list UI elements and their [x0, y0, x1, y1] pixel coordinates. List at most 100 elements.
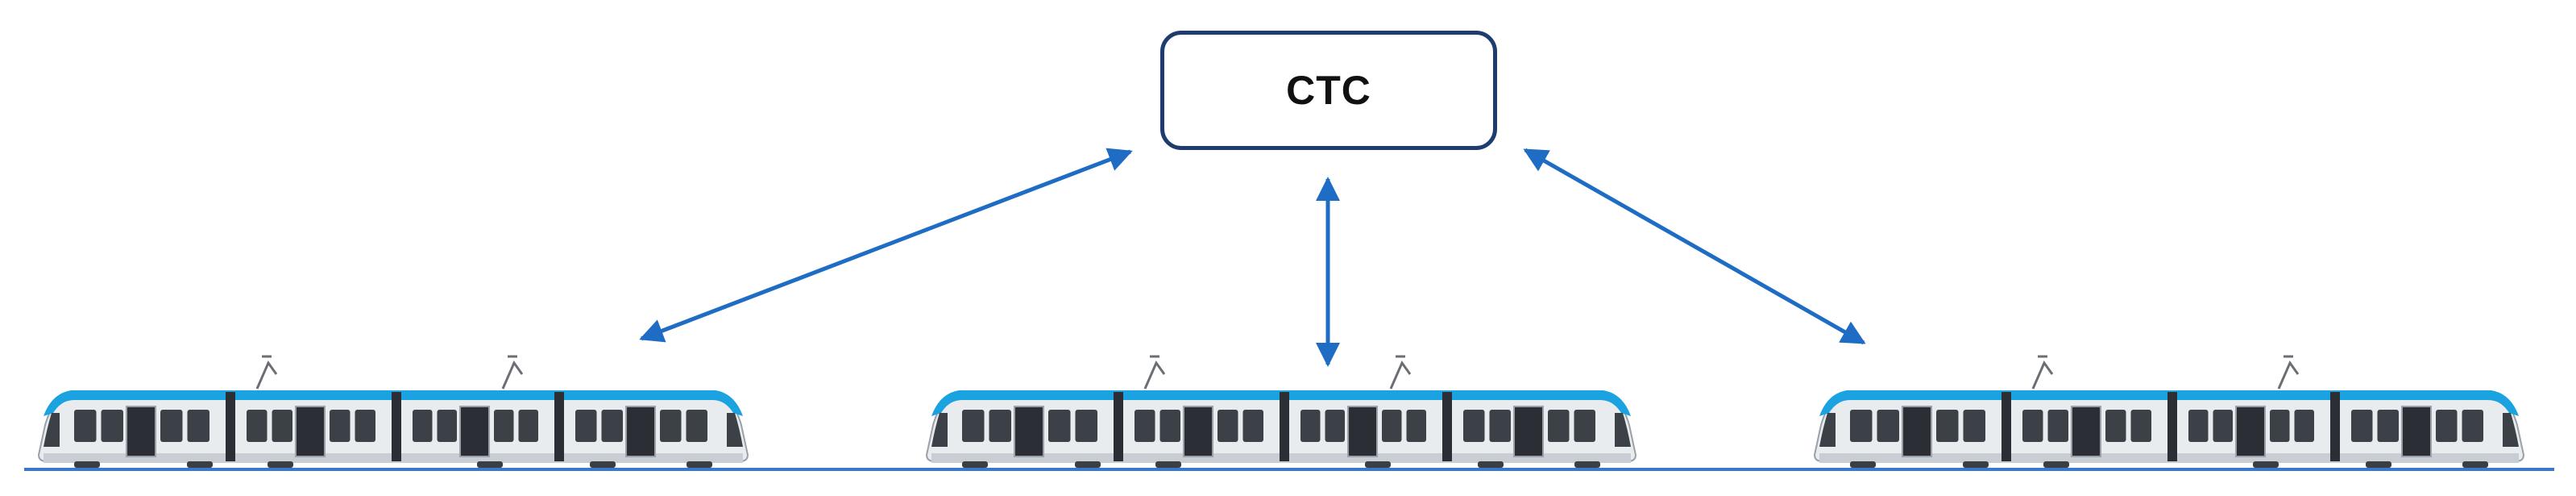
tram-window	[1877, 410, 1899, 442]
tram-bogie	[2366, 461, 2391, 468]
tram-windshield	[1615, 413, 1631, 447]
pantograph	[2277, 355, 2300, 390]
tram-window	[1217, 410, 1238, 442]
tram-window	[1382, 410, 1402, 442]
tram-bogie	[2462, 461, 2488, 468]
tram-bogie	[1478, 461, 1504, 468]
car-joint	[1280, 392, 1289, 461]
tram-window	[1489, 410, 1511, 442]
tram-window	[1048, 410, 1071, 442]
tram-windshield	[44, 413, 60, 447]
tram-bogie	[1075, 461, 1101, 468]
tram-windshield	[1819, 413, 1836, 447]
tram-window	[2105, 410, 2126, 442]
tram-windshield	[2503, 413, 2519, 447]
pantograph	[1143, 355, 1166, 390]
car-joint	[226, 392, 235, 461]
tram-window	[1159, 410, 1180, 442]
tram-window	[1574, 410, 1595, 442]
tram-bogie	[590, 461, 616, 468]
tram-window	[1135, 410, 1155, 442]
tram-bogie	[1155, 461, 1181, 468]
tram-door	[1347, 406, 1378, 457]
tram-bogie	[2043, 461, 2069, 468]
tram-window	[2462, 410, 2483, 442]
car-joint	[1114, 392, 1123, 461]
tram-door	[625, 406, 656, 457]
tram-window	[518, 410, 538, 442]
tram-window	[413, 410, 433, 442]
tram-bogie	[74, 461, 100, 468]
tram-door	[2401, 406, 2432, 457]
tram-window	[1300, 410, 1321, 442]
tram-window	[1936, 410, 1959, 442]
tram-bogie	[2253, 461, 2279, 468]
tram-door	[2235, 406, 2266, 457]
tram-window	[660, 410, 682, 442]
tram-door	[1183, 406, 1213, 457]
pantograph	[2031, 355, 2054, 390]
tram-window	[962, 410, 985, 442]
tram-bogie	[268, 461, 293, 468]
tram-window	[160, 410, 183, 442]
tram-window	[2130, 410, 2151, 442]
car-joint	[392, 392, 401, 461]
tram-window	[1963, 410, 1985, 442]
tram-window	[437, 410, 457, 442]
train-left-tram	[37, 355, 749, 468]
train-center-tram	[925, 355, 1637, 468]
tram-window	[355, 410, 375, 442]
tram-window	[1242, 410, 1263, 442]
tram-window	[272, 410, 292, 442]
tram-door	[459, 406, 490, 457]
tram-window	[2047, 410, 2068, 442]
pantograph	[255, 355, 278, 390]
tram-window	[1325, 410, 1345, 442]
tram-window	[1548, 410, 1570, 442]
tram-window	[601, 410, 623, 442]
tram-door	[1902, 406, 1932, 457]
ctc-node: CTC	[1160, 31, 1497, 150]
tram-windshield	[931, 413, 948, 447]
link-arrow-right	[1523, 148, 1866, 345]
tram-window	[1075, 410, 1097, 442]
tram-bogie	[1963, 461, 1989, 468]
car-joint	[2167, 392, 2177, 461]
car-joint	[2001, 392, 2011, 461]
tram-bogie	[187, 461, 213, 468]
tram-window	[74, 410, 97, 442]
tram-bogie	[477, 461, 503, 468]
tram-window	[101, 410, 123, 442]
tram-window	[2022, 410, 2043, 442]
tram-window	[247, 410, 268, 442]
tram-bogie	[962, 461, 988, 468]
car-joint	[1442, 392, 1452, 461]
tram-window	[2188, 410, 2209, 442]
tram-window	[1850, 410, 1873, 442]
pantograph	[501, 355, 524, 390]
tram-window	[2294, 410, 2314, 442]
pantograph	[1389, 355, 1412, 390]
tram-window	[494, 410, 514, 442]
tram-window	[686, 410, 707, 442]
tram-window	[2213, 410, 2233, 442]
link-arrow-left	[639, 148, 1133, 343]
tram-bogie	[687, 461, 712, 468]
tram-window	[989, 410, 1011, 442]
tram-door	[295, 406, 326, 457]
car-joint	[554, 392, 564, 461]
tram-window	[2270, 410, 2290, 442]
tram-stripe	[1819, 390, 2519, 416]
train-right-tram	[1813, 355, 2525, 468]
tram-door	[126, 406, 156, 457]
tram-window	[330, 410, 351, 442]
tram-window	[1406, 410, 1426, 442]
tram-bogie	[1365, 461, 1391, 468]
tram-window	[575, 410, 597, 442]
tram-door	[1513, 406, 1544, 457]
tram-windshield	[727, 413, 743, 447]
tram-window	[2436, 410, 2458, 442]
tram-door	[2071, 406, 2101, 457]
tram-window	[2377, 410, 2399, 442]
